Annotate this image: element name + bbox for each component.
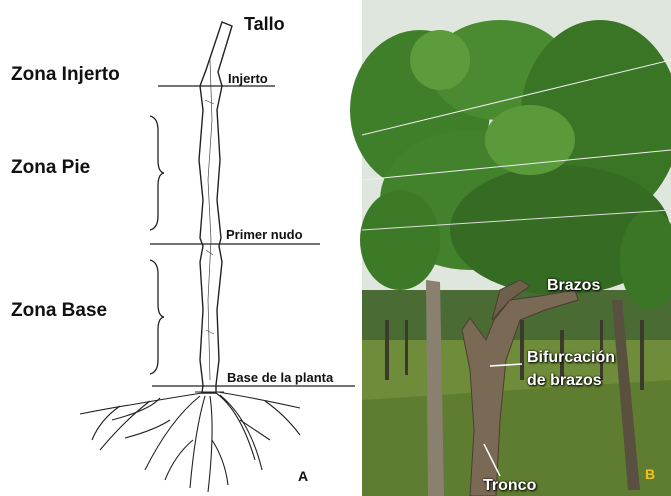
- zona-base-label: Zona Base: [11, 300, 108, 321]
- bifurcacion-label-line2: de brazos: [527, 372, 602, 389]
- tallo-label: Tallo: [244, 14, 285, 34]
- zona-pie-brace: [149, 115, 165, 231]
- panel-b-photo: [350, 0, 671, 496]
- brazos-label: Brazos: [547, 277, 601, 294]
- zona-pie-label: Zona Pie: [11, 157, 91, 178]
- vine-trunk: [461, 289, 579, 496]
- injerto-label: Injerto: [228, 71, 268, 86]
- panel-b-letter: B: [645, 466, 656, 482]
- panel-a-letter: A: [298, 468, 309, 484]
- tronco-label: Tronco: [483, 477, 537, 494]
- primer-nudo-label: Primer nudo: [226, 227, 303, 242]
- base-planta-label: Base de la planta: [227, 370, 334, 385]
- bifurcacion-label-line1: Bifurcación: [527, 349, 616, 366]
- tronco-arrow: [483, 443, 501, 477]
- bifurcacion-arrow: [489, 363, 523, 367]
- roots-drawing: [79, 391, 301, 493]
- zona-injerto-label: Zona Injerto: [11, 64, 120, 85]
- zona-base-brace: [149, 259, 165, 375]
- panel-a-diagram: [79, 21, 355, 493]
